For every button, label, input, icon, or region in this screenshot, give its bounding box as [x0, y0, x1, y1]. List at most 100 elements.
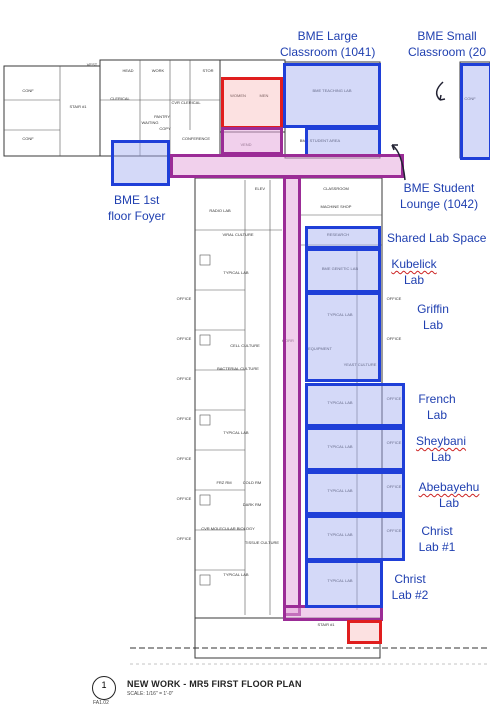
room-label-equipment: EQUIPMENT: [308, 346, 332, 351]
griffin-lab-suffix: Lab: [422, 318, 444, 332]
shared-lab-space-highlight: [305, 226, 381, 249]
abebayehu-lab-callout: Abebayehu Lab: [414, 479, 484, 511]
room-label-office: OFFICE: [387, 528, 402, 533]
room-label-viral-culture: VIRAL CULTURE: [222, 232, 253, 237]
christ-lab-2-highlight: [305, 560, 383, 608]
room-label-molecular-biology: CVR MOLECULAR BIOLOGY: [201, 526, 255, 531]
sheet-reference: FA1.02: [93, 700, 109, 706]
christ-lab-2-name: Christ: [394, 572, 426, 586]
bme-student-lounge-highlight: [305, 127, 381, 157]
room-label-bme-teaching-lab: BME TEACHING LAB: [312, 88, 351, 93]
christ-lab-1-name: Christ: [421, 524, 453, 538]
room-label-waiting: WAITING: [142, 120, 159, 125]
room-label-typical-lab: TYPICAL LAB: [327, 532, 353, 537]
room-label-cell-culture: CELL CULTURE: [230, 343, 260, 348]
room-label-office: OFFICE: [177, 456, 192, 461]
room-label-office: OFFICE: [387, 440, 402, 445]
room-label-office: OFFICE: [387, 484, 402, 489]
kubelick-lab-callout: Kubelick Lab: [388, 256, 440, 288]
spine-corridor-highlight: [283, 176, 301, 616]
room-label-yeast-culture: YEAST CULTURE: [344, 362, 377, 367]
room-label-stair: STAIR #1: [317, 622, 335, 627]
room-label-copy: COPY: [159, 126, 171, 131]
room-label-office: OFFICE: [387, 336, 402, 341]
sheybani-lab-highlight: [305, 427, 405, 471]
bme-large-classroom-highlight: [283, 63, 381, 128]
plan-scale: SCALE: 1/16" = 1'-0": [127, 691, 174, 697]
kubelick-lab-suffix: Lab: [403, 273, 425, 287]
room-label-radio-lab: RADIO LAB: [209, 208, 231, 213]
room-label-bme-student-area: BME STUDENT AREA: [300, 138, 341, 143]
bme-large-classroom-callout: BME Large Classroom (1041): [280, 29, 376, 59]
room-label-classroom: CLASSROOM: [323, 186, 349, 191]
room-label-typical-lab: TYPICAL LAB: [327, 488, 353, 493]
room-label-pantry: PANTRY: [154, 114, 170, 119]
room-label-cvr-clerical: CVR CLERICAL: [171, 100, 201, 105]
room-label-typical-lab: TYPICAL LAB: [223, 572, 249, 577]
room-label-office: OFFICE: [177, 416, 192, 421]
room-label-office: OFFICE: [177, 496, 192, 501]
bme-small-classroom-highlight: [460, 63, 490, 160]
griffin-lab-highlight: [305, 292, 381, 382]
abebayehu-lab-highlight: [305, 471, 405, 515]
bme-small-classroom-callout: BME Small Classroom (20: [408, 29, 487, 59]
french-lab-callout: French Lab: [412, 391, 462, 423]
plan-title: NEW WORK - MR5 FIRST FLOOR PLAN: [127, 679, 302, 689]
room-label-office: OFFICE: [177, 336, 192, 341]
room-label-conf: CONF: [22, 88, 34, 93]
french-lab-suffix: Lab: [426, 408, 448, 422]
griffin-lab-name: Griffin: [417, 302, 449, 316]
room-label-bacterial-culture: BACTERIAL CULTURE: [217, 366, 259, 371]
bme-student-lounge-callout: BME Student Lounge (1042): [400, 181, 479, 211]
kubelick-lab-highlight: [305, 248, 381, 293]
christ-lab-1-suffix: Lab #1: [418, 540, 456, 554]
sheybani-lab-name: Sheybani: [415, 434, 467, 448]
shared-lab-space-callout: Shared Lab Space: [387, 231, 487, 245]
abebayehu-lab-name: Abebayehu: [418, 480, 480, 494]
sheybani-lab-suffix: Lab: [430, 450, 452, 464]
room-label-work: WORK: [152, 68, 165, 73]
christ-lab-2-suffix: Lab #2: [391, 588, 429, 602]
room-label-office: OFFICE: [387, 296, 402, 301]
room-label-clerical: CLERICAL: [110, 96, 130, 101]
kubelick-lab-name: Kubelick: [391, 257, 437, 271]
room-label-stor: STOR: [202, 68, 213, 73]
bme-foyer-callout: BME 1st floor Foyer: [108, 193, 166, 223]
sheybani-lab-callout: Sheybani Lab: [412, 433, 470, 465]
room-label-typical-lab: TYPICAL LAB: [327, 312, 353, 317]
room-label-typical-lab: TYPICAL LAB: [327, 444, 353, 449]
bottom-restroom-highlight: [347, 620, 382, 644]
room-label-bme-genetic-lab: BME GENETIC LAB: [322, 266, 359, 271]
french-lab-name: French: [418, 392, 456, 406]
vend-corridor-highlight: [221, 127, 283, 155]
christ-lab-1-callout: Christ Lab #1: [412, 523, 462, 555]
christ-lab-1-highlight: [305, 515, 405, 561]
room-label-vest: VEST: [87, 62, 98, 67]
room-label-research: RESEARCH: [327, 232, 349, 237]
room-label-cold-rm: COLD RM: [243, 480, 261, 485]
room-label-office: OFFICE: [387, 396, 402, 401]
room-label-typical-lab: TYPICAL LAB: [327, 578, 353, 583]
room-label-tissue-culture: TISSUE CULTURE: [245, 540, 279, 545]
detail-number: 1: [101, 680, 107, 690]
room-label-women: WOMEN: [230, 93, 246, 98]
room-label-conference: CONFERENCE: [182, 136, 210, 141]
room-label-machine-shop: MACHINE SHOP: [321, 204, 352, 209]
griffin-lab-callout: Griffin Lab: [408, 301, 458, 333]
room-label-conf: CONF: [464, 96, 476, 101]
room-label-dark-rm: DARK RM: [243, 502, 261, 507]
room-label-stair: STAIR #1: [69, 104, 87, 109]
christ-lab-2-callout: Christ Lab #2: [386, 571, 434, 603]
room-label-office: OFFICE: [177, 376, 192, 381]
room-label-typical-lab: TYPICAL LAB: [327, 400, 353, 405]
bme-foyer-highlight: [111, 140, 170, 186]
main-corridor-horizontal-highlight: [170, 154, 404, 178]
room-label-typical-lab: TYPICAL LAB: [223, 270, 249, 275]
abebayehu-lab-suffix: Lab: [438, 496, 460, 510]
room-label-elev: ELEV: [255, 186, 266, 191]
restrooms-highlight: [221, 77, 283, 129]
detail-number-circle: 1: [92, 676, 116, 700]
room-label-head: HEAD: [122, 68, 133, 73]
room-label-office: OFFICE: [177, 296, 192, 301]
